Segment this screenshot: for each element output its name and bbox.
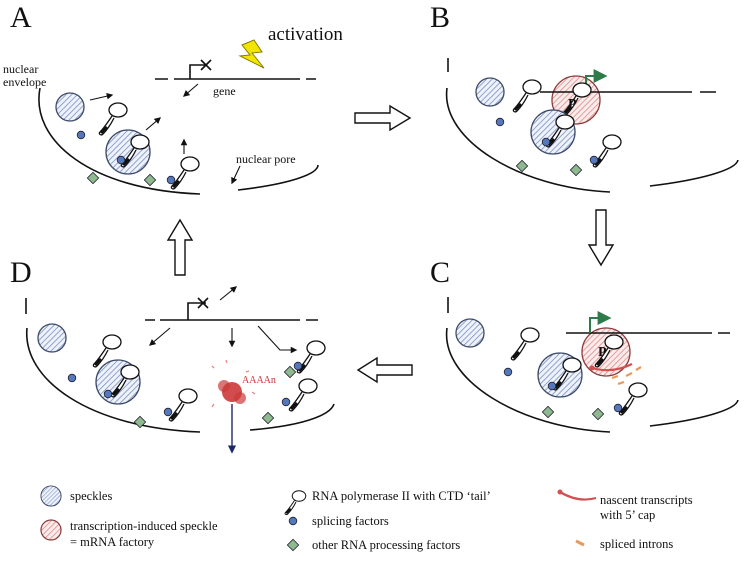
processing-factor-icon bbox=[143, 173, 157, 187]
legend-cap-icon bbox=[557, 489, 563, 495]
nuclear-pore-label: nuclear pore bbox=[236, 152, 296, 166]
legend-nascent-1: nascent transcripts bbox=[600, 493, 693, 507]
splicing-factor-icon bbox=[547, 381, 557, 391]
processing-factor-icon bbox=[515, 159, 529, 173]
polymerase-icon bbox=[167, 387, 199, 423]
splicing-factor-icon bbox=[293, 361, 303, 371]
splicing-factor-icon bbox=[495, 117, 505, 127]
activation-label: activation bbox=[268, 24, 343, 45]
panel-a: A activation nuclear envelope gene nucle… bbox=[3, 1, 343, 195]
processing-factor-icon bbox=[569, 163, 583, 177]
panel-d: D AAAAn bbox=[10, 256, 335, 454]
panel-c-letter: C bbox=[430, 256, 450, 289]
nuclear-envelope-a bbox=[38, 87, 201, 195]
nuclear-envelope-label-2: envelope bbox=[3, 75, 46, 89]
legend-speckle-icon bbox=[40, 485, 62, 507]
arrow bbox=[145, 117, 162, 131]
blocked-x-icon bbox=[200, 59, 212, 71]
panel-b-letter: B bbox=[430, 1, 450, 34]
arrow bbox=[182, 83, 199, 97]
speckle bbox=[55, 92, 85, 122]
promoter-d bbox=[187, 302, 206, 320]
mrna-icon bbox=[234, 392, 246, 404]
processing-factor-icon bbox=[261, 411, 275, 425]
big-arrow-a-to-b bbox=[354, 104, 412, 132]
arrow bbox=[257, 325, 298, 354]
nuclear-envelope-b-right bbox=[649, 159, 739, 187]
legend-polymerase-icon bbox=[283, 489, 307, 516]
polya-label: AAAAn bbox=[242, 375, 276, 386]
splicing-factor-icon bbox=[613, 403, 623, 413]
nuclear-envelope-c bbox=[445, 327, 611, 433]
arrow bbox=[89, 92, 114, 101]
nuclear-envelope-label-1: nuclear bbox=[3, 62, 38, 76]
legend-intron-icon bbox=[575, 539, 585, 547]
nuclear-pore-pointer bbox=[231, 165, 241, 185]
processing-factor-icon bbox=[283, 365, 297, 379]
mrna-fragments-icon bbox=[211, 359, 256, 408]
legend-factory-2: = mRNA factory bbox=[70, 535, 155, 549]
panel-c: C P bbox=[430, 256, 739, 433]
phospho-mark: P bbox=[598, 345, 607, 360]
polymerase-icon bbox=[617, 381, 649, 417]
arrow bbox=[148, 327, 171, 346]
splicing-factor-icon bbox=[503, 367, 513, 377]
arrow bbox=[219, 286, 238, 301]
big-arrow-b-to-c bbox=[587, 209, 615, 267]
mrna-icon bbox=[218, 380, 230, 392]
nuclear-envelope-d-right bbox=[249, 403, 335, 431]
processing-factor-icon bbox=[86, 171, 100, 185]
speckle bbox=[475, 77, 505, 107]
legend-nascent-icon bbox=[559, 491, 597, 501]
nuclear-envelope-b bbox=[445, 87, 611, 193]
nuclear-envelope-a-right bbox=[237, 164, 319, 191]
polymerase-icon bbox=[169, 155, 201, 191]
splicing-factor-icon bbox=[67, 373, 77, 383]
blocked-x-icon bbox=[197, 297, 209, 309]
legend-nascent-2: with 5’ cap bbox=[600, 508, 655, 522]
legend: speckles transcription-induced speckle =… bbox=[40, 485, 693, 552]
panel-d-letter: D bbox=[10, 256, 32, 289]
nascent-transcript-icon bbox=[591, 363, 633, 372]
splicing-factor-icon bbox=[589, 155, 599, 165]
lightning-bolt-icon bbox=[238, 39, 265, 69]
splicing-factor-icon bbox=[163, 407, 173, 417]
splicing-factor-icon bbox=[166, 175, 176, 185]
splicing-factor-icon bbox=[103, 389, 113, 399]
transcription-start-arrow-icon bbox=[589, 311, 612, 333]
big-arrow-c-to-d bbox=[356, 356, 413, 384]
five-prime-cap-icon bbox=[589, 365, 595, 371]
splicing-factor-icon bbox=[281, 397, 291, 407]
speckle bbox=[455, 318, 485, 348]
legend-introns: spliced introns bbox=[600, 537, 673, 551]
legend-splicing: splicing factors bbox=[312, 514, 389, 528]
panel-b: B P bbox=[430, 1, 739, 193]
big-arrow-d-to-a bbox=[166, 218, 194, 276]
gene-label: gene bbox=[213, 84, 236, 98]
processing-factor-icon bbox=[541, 405, 555, 419]
speckle bbox=[37, 323, 67, 353]
promoter-a bbox=[189, 64, 206, 79]
splicing-factor-icon bbox=[541, 137, 551, 147]
spliced-introns-icon bbox=[611, 366, 642, 386]
polymerase-icon bbox=[287, 377, 319, 413]
polymerase-icon bbox=[511, 78, 543, 114]
nuclear-envelope-d bbox=[26, 327, 201, 433]
splicing-factor-icon bbox=[76, 130, 86, 140]
processing-factor-icon bbox=[591, 407, 605, 421]
legend-splicing-icon bbox=[288, 516, 298, 526]
panel-a-letter: A bbox=[10, 1, 32, 34]
legend-factory-1: transcription-induced speckle bbox=[70, 519, 218, 533]
splicing-factor-icon bbox=[116, 155, 126, 165]
polymerase-icon bbox=[509, 326, 541, 362]
legend-speckles: speckles bbox=[70, 489, 112, 503]
legend-processing-icon bbox=[286, 538, 300, 552]
legend-polymerase: RNA polymerase II with CTD ‘tail’ bbox=[312, 489, 491, 503]
phospho-mark: P bbox=[568, 97, 577, 112]
legend-processing: other RNA processing factors bbox=[312, 538, 460, 552]
nuclear-envelope-c-right bbox=[649, 399, 739, 427]
legend-factory-icon bbox=[40, 519, 62, 541]
